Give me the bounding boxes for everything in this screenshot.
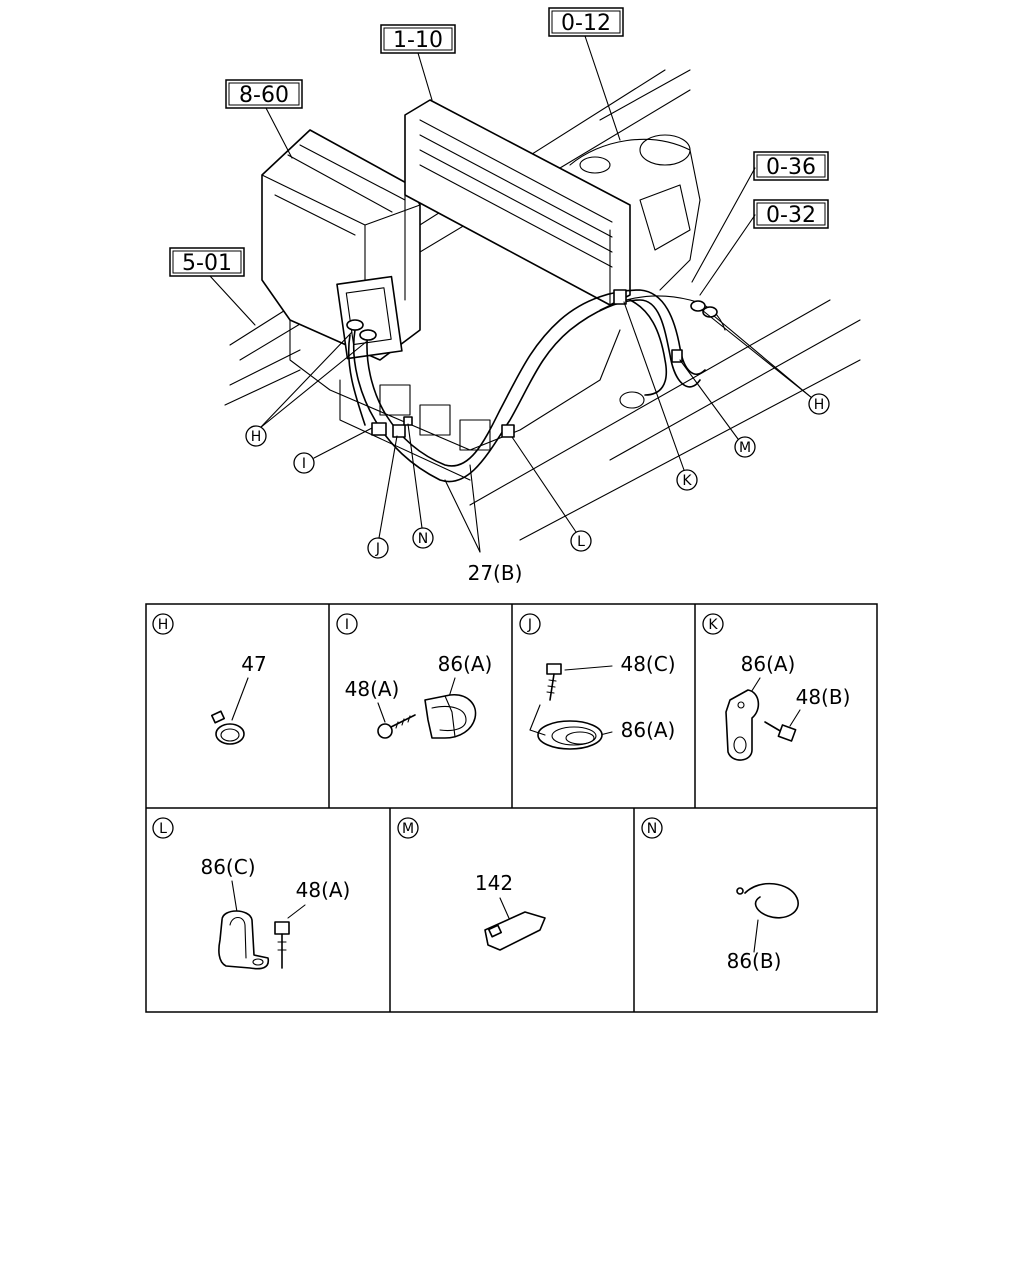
part-number: 86(B): [727, 949, 782, 973]
part-number: 86(A): [438, 652, 493, 676]
detail-letter: I: [345, 617, 349, 633]
callout-I: I: [293, 427, 373, 474]
callout-letter: N: [418, 531, 428, 547]
reference-label: 8-60: [239, 83, 289, 108]
callout-K: K: [623, 301, 698, 491]
callout-letter: J: [375, 541, 380, 557]
reference-label: 0-12: [561, 11, 611, 36]
callout-letter: K: [682, 473, 692, 489]
callout-H-left: H: [245, 331, 367, 447]
detail-letter: J: [527, 617, 532, 633]
detail-box-M: M 142: [397, 817, 546, 951]
part-number: 48(C): [620, 652, 675, 676]
callout-N: N: [407, 423, 434, 549]
reference-0-36: 0-36: [691, 151, 829, 283]
callout-letter: H: [814, 397, 825, 413]
wire-clip-icon: [736, 882, 799, 919]
clip-bracket-icon: [725, 689, 760, 761]
part-number: 27(B): [468, 561, 523, 585]
reference-8-60: 8-60: [225, 79, 303, 159]
part-number: 47: [241, 652, 266, 676]
clip-bracket-icon: [218, 910, 270, 970]
hose-clip-icon: [424, 694, 477, 739]
callout-M: M: [679, 359, 756, 458]
detail-box-L: L 86(C) 48(A): [152, 817, 351, 970]
detail-letter: L: [159, 821, 167, 837]
hose-clamp-icon: [210, 710, 245, 745]
detail-box-K: K 86(A) 48(B): [702, 613, 851, 761]
reference-0-12: 0-12: [548, 7, 624, 141]
reference-label: 0-36: [766, 155, 816, 180]
part-number: 48(A): [296, 878, 351, 902]
part-number: 48(A): [345, 677, 400, 701]
detail-letter: M: [402, 821, 414, 837]
part-number: 86(C): [200, 855, 255, 879]
bracket-icon: [484, 911, 546, 951]
bolt-icon: [377, 714, 416, 739]
part-number: 48(B): [796, 685, 851, 709]
reference-5-01: 5-01: [169, 247, 256, 326]
reference-1-10: 1-10: [380, 24, 456, 101]
detail-box-N: N 86(B): [641, 817, 799, 973]
bolt-icon: [764, 721, 797, 742]
callout-letter: L: [577, 534, 585, 550]
detail-letter: K: [708, 617, 718, 633]
part-number: 142: [475, 871, 513, 895]
bolt-icon: [546, 663, 562, 701]
hose-clip-icon: [529, 704, 603, 750]
callout-letter: I: [302, 456, 306, 472]
bolt-icon: [274, 921, 290, 969]
detail-box-I: I 48(A) 86(A): [336, 613, 493, 739]
detail-letter: N: [647, 821, 657, 837]
assembly-illustration: [224, 69, 861, 541]
part-27B-label: 27(B): [444, 464, 523, 585]
callout-H-right: H: [701, 309, 830, 415]
reference-label: 0-32: [766, 203, 816, 228]
detail-box-J: J 48(C) 86(A): [519, 613, 676, 750]
detail-letter: H: [158, 617, 169, 633]
callout-letter: M: [739, 440, 751, 456]
callout-J: J: [367, 435, 398, 559]
part-number: 86(A): [621, 718, 676, 742]
callout-L: L: [511, 436, 592, 552]
reference-label: 1-10: [393, 28, 443, 53]
part-number: 86(A): [741, 652, 796, 676]
callout-letter: H: [251, 429, 262, 445]
detail-box-H: H 47: [152, 613, 267, 745]
detail-grid: [145, 603, 878, 1013]
reference-label: 5-01: [182, 251, 232, 276]
reference-0-32: 0-32: [699, 199, 829, 296]
